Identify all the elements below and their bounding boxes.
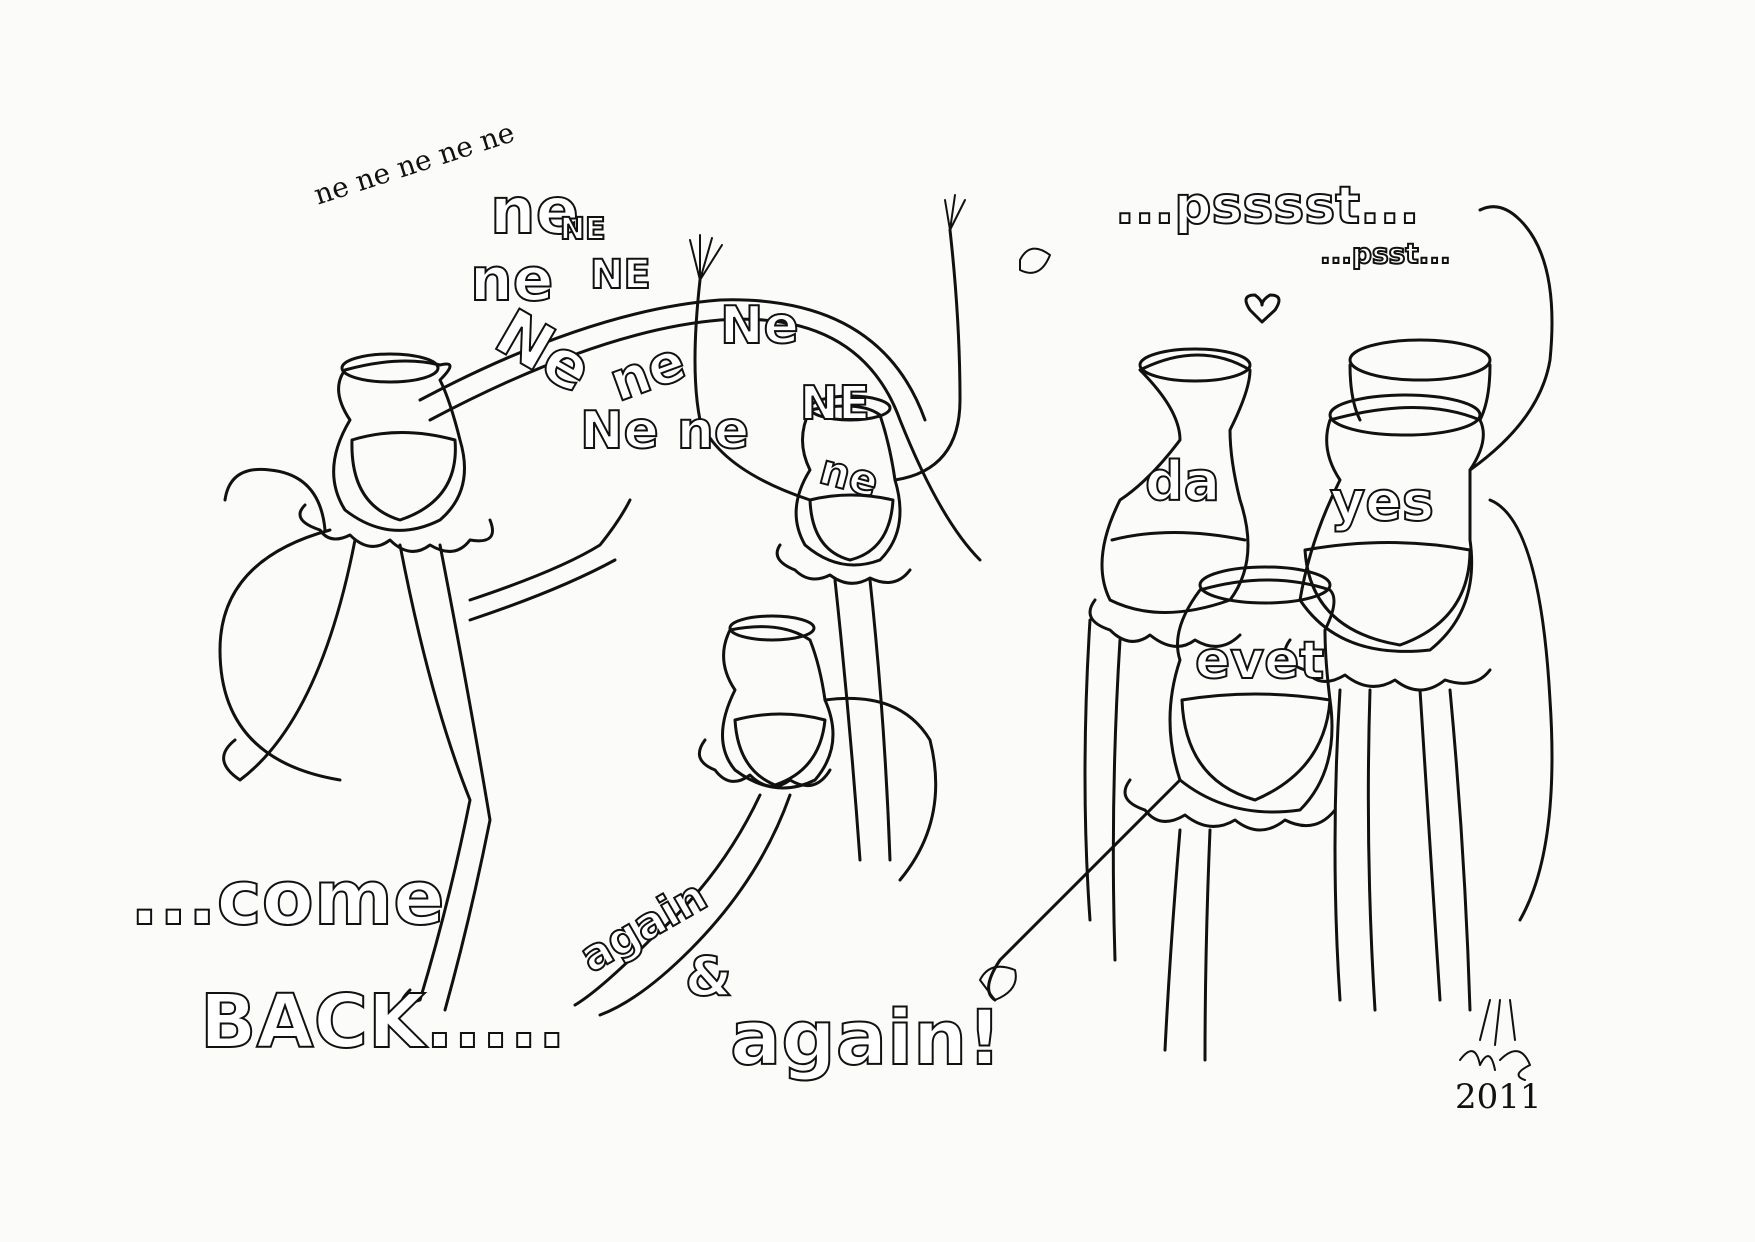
jug-label-evet: evet — [1194, 631, 1325, 691]
speech-nene-4: NE — [589, 252, 652, 298]
speech-back: BACK..... — [199, 979, 567, 1065]
jug-yes — [1283, 393, 1492, 1012]
heart-icon — [1244, 293, 1281, 324]
speech-again-big: again! — [729, 993, 1003, 1082]
jug-label-da: da — [1144, 450, 1221, 513]
speech-nene-7: Ne — [719, 296, 800, 356]
jug-da — [1083, 347, 1252, 962]
hanging-hand-icon — [1479, 999, 1516, 1046]
raised-hand-icon — [944, 194, 966, 231]
speech-psst-2: ...psst... — [1319, 237, 1452, 270]
jug-front — [573, 614, 938, 1017]
jug-evet — [987, 565, 1337, 1062]
speech-ampersand: & — [684, 945, 733, 1008]
speech-nene-9: NE — [799, 376, 871, 430]
jug-back-right — [1348, 205, 1554, 922]
speech-nene-8: Ne ne — [579, 401, 750, 461]
speech-come: ...come — [129, 853, 446, 942]
jug-label-yes: yes — [1329, 470, 1435, 533]
speech-nene-3: ne — [469, 245, 554, 315]
raised-hand-icon — [689, 234, 723, 281]
fist-icon — [1019, 247, 1051, 274]
long-arm — [428, 317, 982, 562]
signature-year: 2011 — [1455, 1077, 1542, 1117]
speech-nene-1: ne — [489, 175, 580, 249]
jug-left — [218, 352, 632, 1012]
thumbs-up-icon — [979, 965, 1017, 1001]
jug-center — [693, 228, 962, 862]
signature-mark — [1459, 1050, 1531, 1081]
speech-psst-1: ...psssst... — [1114, 176, 1420, 236]
speech-nene-2: NE — [559, 212, 607, 247]
